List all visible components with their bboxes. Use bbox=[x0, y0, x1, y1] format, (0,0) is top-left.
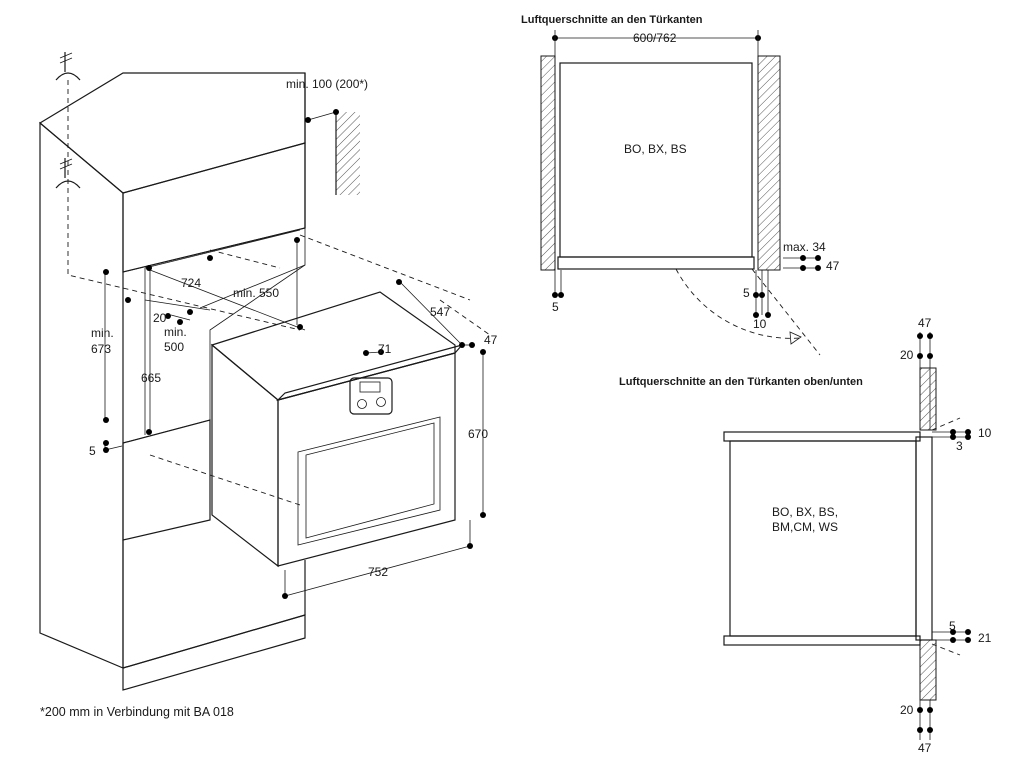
door-swing-arc bbox=[675, 268, 801, 339]
dim-5-section: 5 bbox=[949, 619, 956, 633]
dim-47-plan: 47 bbox=[826, 259, 840, 273]
cabinet-3d-view: min. 100 (200*) 724 min. 550 547 47 20 7… bbox=[38, 52, 498, 691]
models-label-section: BO, BX, BS, BM,CM, WS bbox=[772, 505, 841, 534]
dim-10-section: 10 bbox=[978, 426, 992, 440]
dim-min-100: min. 100 (200*) bbox=[286, 77, 368, 91]
niche-opening bbox=[122, 227, 306, 444]
dim-max-34: max. 34 bbox=[783, 240, 826, 254]
appliance-body-section bbox=[729, 440, 917, 637]
dim-10-plan: 10 bbox=[753, 317, 767, 331]
appliance-body-plan bbox=[559, 62, 753, 258]
dim-5: 5 bbox=[89, 444, 96, 458]
oven-appliance bbox=[210, 291, 464, 568]
models-label: BO, BX, BS bbox=[624, 142, 687, 156]
oven-side bbox=[211, 343, 279, 568]
ceiling-symbol-middle bbox=[55, 158, 81, 189]
dim-min-550: min. 550 bbox=[233, 286, 279, 300]
dim-47-top: 47 bbox=[918, 316, 932, 330]
dim-47: 47 bbox=[484, 333, 498, 347]
door-edge-section-view: Luftquerschnitte an den Türkanten oben/u… bbox=[619, 316, 992, 755]
upper-wall-hatch bbox=[919, 367, 937, 431]
dim-min-500: min. 500 bbox=[164, 325, 190, 354]
dim-3: 3 bbox=[956, 439, 963, 453]
cabinet-top bbox=[38, 72, 306, 194]
footnote: *200 mm in Verbindung mit BA 018 bbox=[40, 705, 234, 719]
left-wall-hatch bbox=[540, 55, 556, 271]
dim-20-top: 20 bbox=[900, 348, 914, 362]
right-wall-hatch bbox=[757, 55, 781, 271]
dim-20: 20 bbox=[153, 311, 167, 325]
oven-front bbox=[277, 352, 456, 567]
dim-670: 670 bbox=[468, 427, 488, 441]
dim-752: 752 bbox=[368, 565, 388, 579]
dim-20-bottom: 20 bbox=[900, 703, 914, 717]
cabinet-left-side bbox=[39, 121, 124, 669]
dim-71: 71 bbox=[378, 342, 392, 356]
dim-547: 547 bbox=[430, 305, 450, 319]
plinth bbox=[122, 614, 306, 691]
control-panel bbox=[349, 377, 393, 415]
dim-47-bottom: 47 bbox=[918, 741, 932, 755]
upper-front-panel bbox=[122, 142, 306, 273]
dim-600-762: 600/762 bbox=[633, 31, 677, 45]
title-door-edges: Luftquerschnitte an den Türkanten bbox=[521, 14, 703, 26]
appliance-door-section bbox=[915, 436, 933, 641]
dim-21: 21 bbox=[978, 631, 992, 645]
lower-shelf bbox=[723, 635, 921, 646]
lower-wall-hatch bbox=[919, 639, 937, 701]
display bbox=[359, 381, 381, 393]
oven-window bbox=[297, 416, 441, 546]
lower-front-panel bbox=[122, 419, 211, 541]
rear-wall-hatch bbox=[336, 112, 360, 195]
title-door-edges-top-bottom: Luftquerschnitte an den Türkanten oben/u… bbox=[619, 376, 863, 388]
upper-shelf bbox=[723, 431, 921, 442]
appliance-door-plan bbox=[557, 256, 755, 270]
dim-724: 724 bbox=[181, 276, 201, 290]
door-edge-plan-view: Luftquerschnitte an den Türkanten 600/76… bbox=[521, 14, 840, 356]
dim-665: 665 bbox=[141, 371, 161, 385]
knob-left-icon bbox=[357, 399, 367, 409]
dim-5-right: 5 bbox=[743, 286, 750, 300]
dim-5-left: 5 bbox=[552, 300, 559, 314]
dim-min-673: min. 673 bbox=[91, 326, 117, 356]
dimension-dots bbox=[103, 109, 486, 599]
knob-right-icon bbox=[376, 397, 386, 407]
ceiling-symbol-top bbox=[55, 52, 81, 81]
